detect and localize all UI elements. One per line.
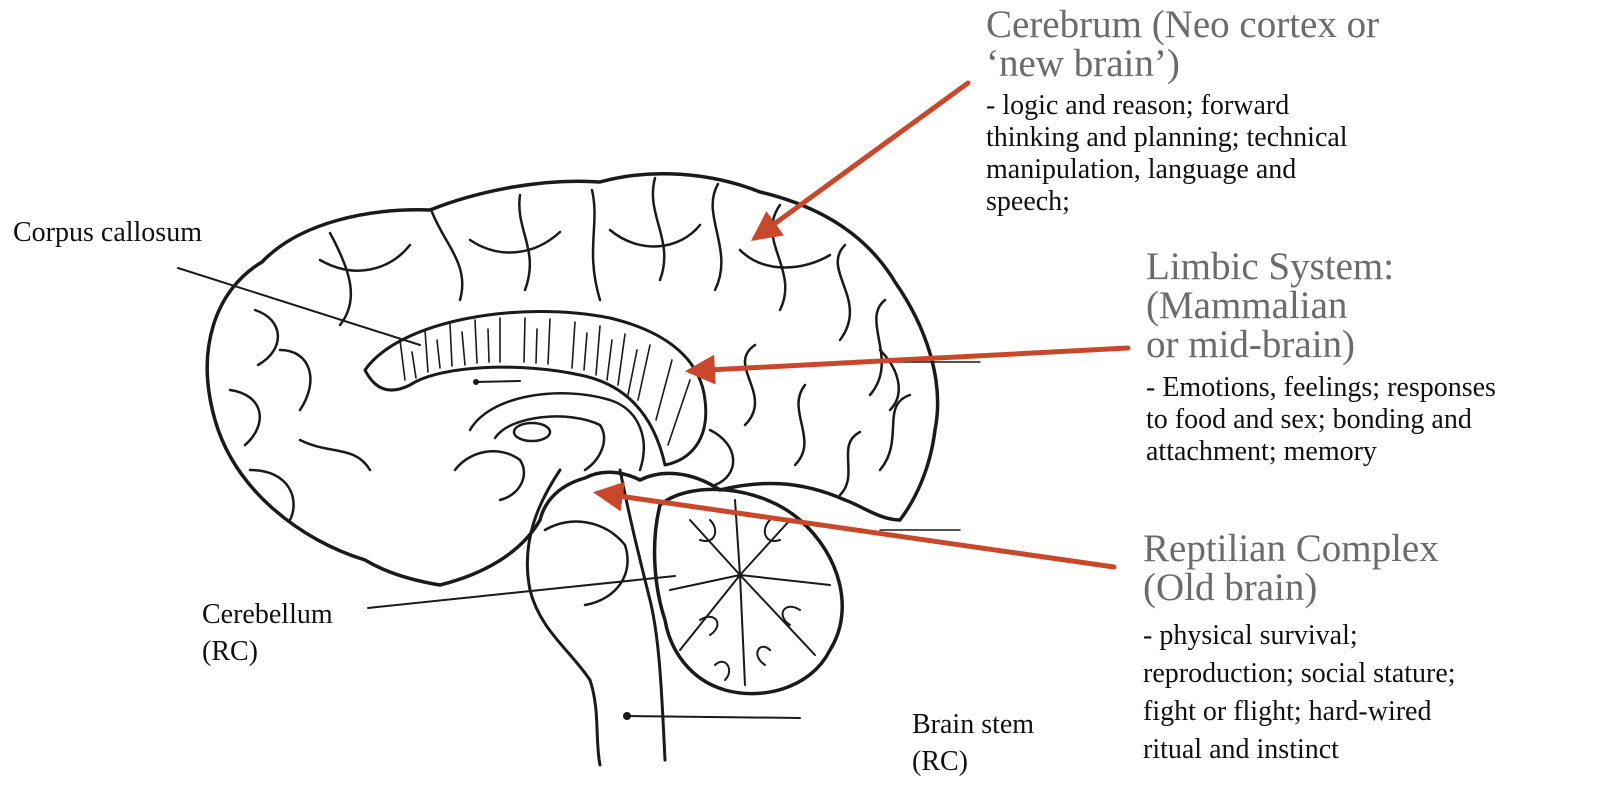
corpus-callosum-pointer [178, 268, 420, 345]
cerebrum-title: Cerebrum (Neo cortex or ‘new brain’) [986, 5, 1379, 83]
cerebrum-description: - logic and reason; forward thinking and… [986, 90, 1348, 218]
hypothalamus [455, 451, 524, 500]
cerebellum-outline [655, 489, 843, 693]
fornix [470, 393, 644, 470]
brain-stem-pointer-dot [623, 712, 631, 720]
cerebrum-arrow [755, 83, 968, 238]
brain-stem-label: Brain stem (RC) [912, 706, 1034, 780]
brain-stem-pointer [627, 716, 800, 718]
reptilian-description: - physical survival; reproduction; socia… [1143, 617, 1456, 769]
reptilian-title: Reptilian Complex (Old brain) [1143, 529, 1439, 607]
thalamus-marker-dot [473, 379, 479, 385]
corpus-callosum-label: Corpus callosum [13, 214, 202, 251]
interthalamic-mass [514, 423, 550, 441]
sulci [230, 178, 910, 520]
brain-drawing [178, 174, 980, 765]
pons [545, 522, 628, 605]
limbic-arrow [690, 348, 1128, 371]
thalamus-marker [475, 381, 520, 382]
thalamus [495, 416, 604, 470]
cerebrum-outline [207, 174, 937, 585]
cerebellum-label: Cerebellum (RC) [202, 596, 333, 670]
limbic-title: Limbic System: (Mammalian or mid-brain) [1146, 247, 1394, 364]
brain-stem-outline [527, 470, 665, 765]
limbic-description: - Emotions, feelings; responses to food … [1146, 372, 1496, 468]
